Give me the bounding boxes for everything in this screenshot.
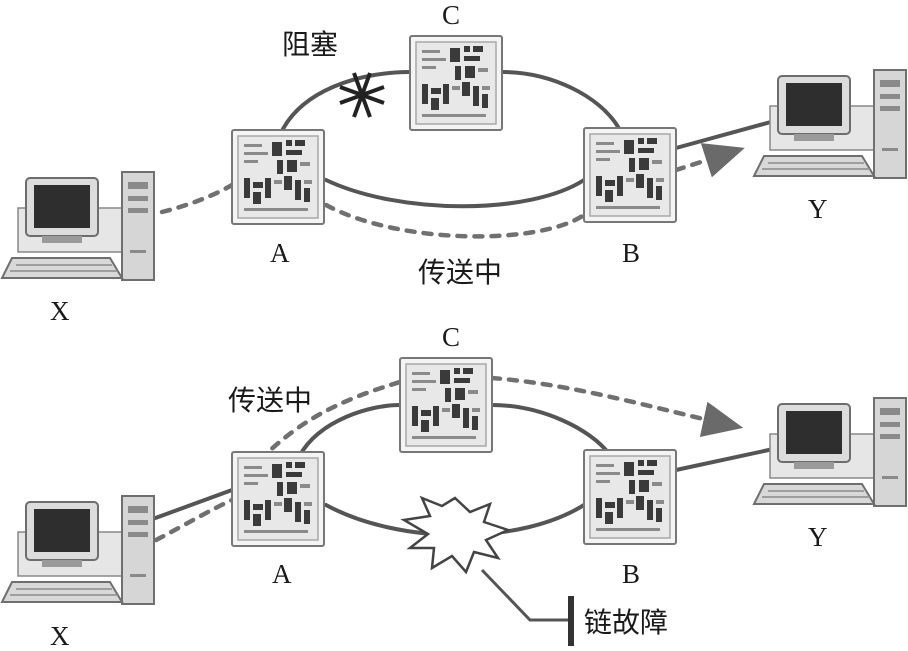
router-b-icon xyxy=(583,449,677,545)
host-x-label: X xyxy=(50,296,70,326)
router-a-icon xyxy=(231,451,325,547)
computer-y-icon xyxy=(753,69,907,179)
top-scenario: A B C X Y 阻塞 传送中 xyxy=(1,0,907,326)
computer-x-icon xyxy=(1,495,155,605)
router-c-label: C xyxy=(442,0,460,30)
in-transit-label: 传送中 xyxy=(228,384,312,417)
transit-path-c-y xyxy=(489,375,744,437)
transit-path-b-y xyxy=(673,143,745,178)
transit-path-a-c xyxy=(257,379,403,463)
router-c-icon xyxy=(399,357,493,453)
link-failure-label: 链故障 xyxy=(584,606,668,639)
router-c-icon xyxy=(409,35,503,131)
router-c-label: C xyxy=(442,322,460,352)
link-x-a xyxy=(148,488,234,522)
in-transit-label: 传送中 xyxy=(418,256,502,289)
computer-y-icon xyxy=(753,397,907,507)
link-b-y xyxy=(674,446,780,472)
router-b-label: B xyxy=(622,559,640,589)
host-y-label: Y xyxy=(808,522,828,552)
link-c-b xyxy=(490,403,612,457)
router-a-label: A xyxy=(270,238,290,268)
transit-path-x-a xyxy=(159,182,235,215)
link-c-b xyxy=(500,70,622,132)
router-b-icon xyxy=(583,127,677,223)
transit-path-x-a xyxy=(153,497,235,543)
explosion-icon xyxy=(400,495,512,575)
router-b-label: B xyxy=(622,238,640,268)
host-x-label: X xyxy=(50,621,70,651)
failure-leader-line xyxy=(480,568,570,622)
transit-path-a-b xyxy=(323,202,587,239)
failure-marker xyxy=(568,596,574,646)
blockage-icon xyxy=(339,72,385,118)
link-a-c xyxy=(298,403,402,457)
bottom-scenario: A B C X Y 传送中 链故障 xyxy=(1,322,907,651)
computer-x-icon xyxy=(1,171,155,281)
blocked-label: 阻塞 xyxy=(282,28,338,61)
router-a-label: A xyxy=(272,559,292,589)
link-a-b xyxy=(324,178,586,209)
link-a-c xyxy=(278,70,412,137)
router-a-icon xyxy=(231,129,325,225)
link-b-y xyxy=(674,118,780,150)
host-y-label: Y xyxy=(808,194,828,224)
